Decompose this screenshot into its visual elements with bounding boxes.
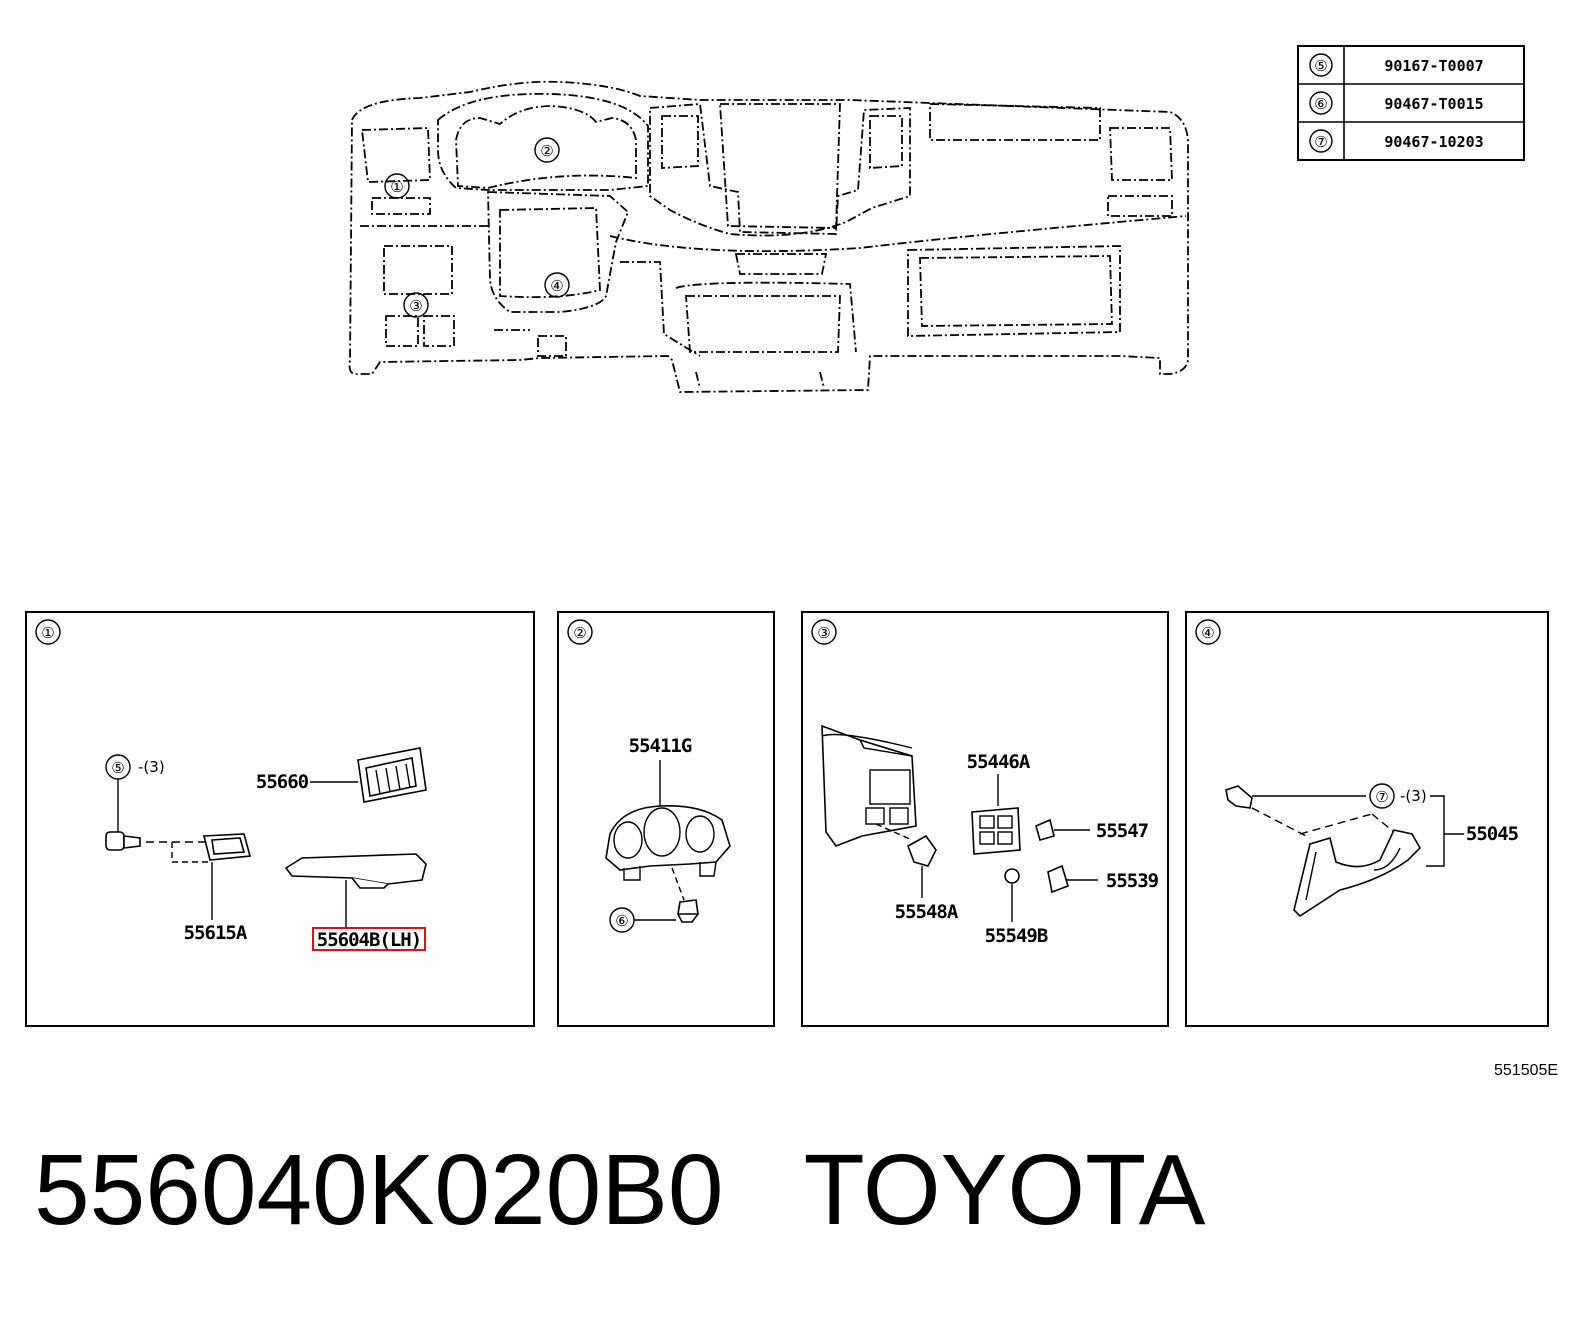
dashboard-overview: ① ② ③ ④ (348, 80, 1189, 393)
part-label: 55539 (1106, 870, 1159, 892)
part-label: 55615A (184, 922, 248, 944)
detail-panel-1: ① ⑤ -(3) 55615A 55660 (25, 611, 535, 1027)
overview-callout-3: ③ (403, 292, 429, 318)
cover-55539-icon (1047, 864, 1069, 894)
fastener-callout: ⑦ (1375, 788, 1388, 806)
clip-part-icon (171, 833, 252, 863)
switch-55548a-icon (907, 834, 937, 867)
part-label: 55547 (1096, 820, 1149, 842)
quantity-label: -(3) (138, 758, 165, 776)
knob-55549b-icon (1004, 868, 1020, 884)
part-label: 55548A (895, 901, 959, 923)
screw-icon (105, 831, 141, 851)
part-label: 55045 (1466, 823, 1519, 845)
table-row: ⑤ 90167-T0007 (1309, 53, 1484, 77)
fastener-callout: ⑤ (111, 759, 124, 777)
svg-text:⑦: ⑦ (1314, 133, 1327, 151)
svg-text:④: ④ (550, 277, 563, 295)
part-number: 556040K020B0 (34, 1134, 724, 1246)
detail-panel-3: ③ 55548A 55446A 55547 (801, 611, 1169, 1027)
bracket-icon (1225, 785, 1253, 809)
panel-key: ④ (1201, 624, 1214, 642)
svg-text:⑤: ⑤ (1314, 57, 1327, 75)
panel-key: ① (41, 624, 54, 642)
quantity-label: -(3) (1400, 787, 1427, 805)
diagram-reference-code: 551505E (1494, 1062, 1559, 1079)
detail-panel-4: ④ ⑦ -(3) 55045 (1185, 611, 1549, 1027)
svg-text:②: ② (540, 142, 553, 160)
fastener-callout: ⑥ (615, 912, 628, 930)
lower-panel-55045-icon (1293, 829, 1421, 918)
part-number-title: 556040K020B0 TOYOTA (34, 1130, 1205, 1250)
fastener-table: ⑤ 90167-T0007 ⑥ 90467-T0015 ⑦ 90467-1020… (1297, 45, 1525, 161)
part-label: 55660 (256, 771, 309, 793)
highlighted-part-label: 55604B(LH) (317, 929, 421, 951)
highlight-box (312, 927, 426, 951)
detail-panel-2: ② 55411G ⑥ (557, 611, 775, 1027)
svg-text:⑥: ⑥ (1314, 95, 1327, 113)
overview-callout-4: ④ (544, 272, 570, 298)
svg-text:90167-T0007: 90167-T0007 (1384, 57, 1483, 75)
vent-part-icon (357, 747, 427, 803)
switch-bezel-icon (971, 807, 1021, 855)
dash-panel-fragment-icon (821, 724, 917, 847)
panel-key: ② (573, 624, 586, 642)
gauge-cluster-icon (605, 804, 731, 881)
overview-callout-1: ① (384, 173, 410, 199)
svg-text:①: ① (390, 178, 403, 196)
part-label: 55411G (629, 735, 692, 757)
brand-name: TOYOTA (803, 1134, 1206, 1246)
clip-fastener-icon (677, 899, 699, 923)
table-row: ⑦ 90467-10203 (1309, 129, 1484, 153)
svg-text:90467-T0015: 90467-T0015 (1384, 95, 1483, 113)
overview-callout-2: ② (534, 137, 560, 163)
trim-panel-icon (284, 853, 427, 889)
svg-text:③: ③ (409, 297, 422, 315)
part-label: 55446A (967, 751, 1031, 773)
table-row: ⑥ 90467-T0015 (1309, 91, 1484, 115)
part-label: 55549B (985, 925, 1048, 947)
plug-55547-icon (1035, 818, 1055, 841)
svg-text:90467-10203: 90467-10203 (1384, 133, 1483, 151)
panel-key: ③ (817, 624, 830, 642)
